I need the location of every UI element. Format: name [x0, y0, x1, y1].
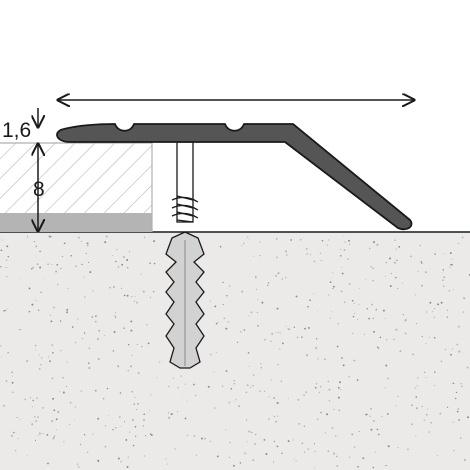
transition-profile	[56, 123, 413, 231]
height-label: 8	[33, 178, 45, 201]
thickness-label: 1,6	[2, 119, 31, 142]
concrete-speckles	[0, 235, 470, 469]
wall-plug	[165, 231, 205, 369]
floor-covering	[0, 142, 153, 232]
screw	[171, 141, 199, 223]
concrete-substrate	[0, 231, 470, 470]
